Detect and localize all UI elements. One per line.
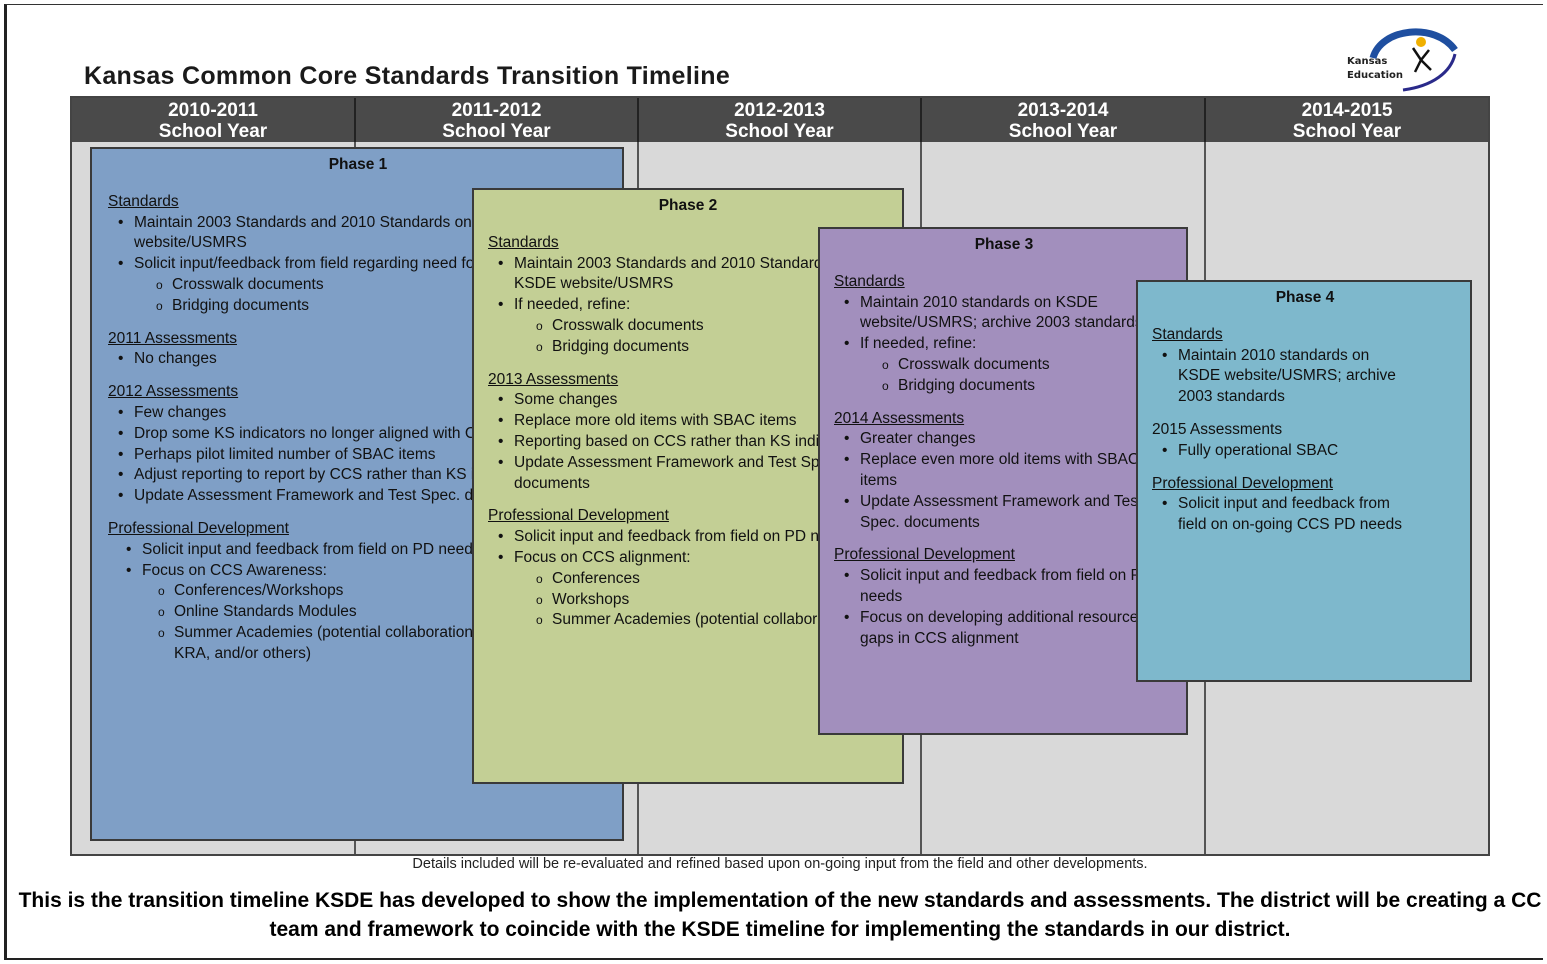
list-item: Fully operational SBAC — [1162, 441, 1458, 462]
phase-4-box: Phase 4 Standards Maintain 2010 standard… — [1136, 280, 1472, 682]
section-heading-2013-assessments: 2013 Assessments — [488, 370, 619, 388]
standards-list: Maintain 2010 standards on KSDE website/… — [834, 293, 1174, 397]
year-label: 2014-2015 — [1301, 100, 1393, 121]
section-heading-2014-assessments: 2014 Assessments — [834, 409, 965, 427]
sub-list-item: Workshops — [536, 590, 888, 611]
sub-list-item: Summer Academies (potential collaboratio… — [536, 610, 888, 631]
list-item: Update Assessment Framework and Test Spe… — [118, 486, 608, 507]
section-heading-standards: Standards — [108, 192, 179, 210]
year-label: 2013-2014 — [1017, 100, 1109, 121]
sub-list-item: Bridging documents — [882, 376, 1174, 397]
assessments-list: Some changes Replace more old items with… — [488, 390, 888, 494]
sub-list-item: Online Standards Modules — [158, 602, 608, 623]
list-item: Some changes — [498, 390, 888, 411]
sub-list-item: Crosswalk documents — [156, 275, 608, 296]
list-item: Focus on developing additional resources… — [844, 608, 1174, 650]
standards-list: Maintain 2010 standards on KSDE website/… — [1152, 346, 1458, 408]
list-item: Solicit input and feedback from field on… — [844, 566, 1174, 608]
list-item: Reporting based on CCS rather than KS in… — [498, 432, 888, 453]
pd-list: Solicit input and feedback from field on… — [1152, 494, 1458, 536]
phase-3-box: Phase 3 Standards Maintain 2010 standard… — [818, 227, 1188, 735]
list-item-text: Focus on CCS Awareness: — [142, 561, 327, 579]
assessments-list: Few changes Drop some KS indicators no l… — [108, 403, 608, 507]
year-header-2013: 2013-2014 School Year — [922, 98, 1206, 142]
sub-list-item: Bridging documents — [536, 337, 888, 358]
section-heading-standards: Standards — [834, 272, 905, 290]
school-year-label: School Year — [1008, 121, 1118, 142]
list-item: Maintain 2010 standards on KSDE website/… — [844, 293, 1174, 335]
logo-line1: Kansas — [1347, 56, 1387, 67]
list-item-text: If needed, refine: — [514, 296, 631, 314]
footnote: Details included will be re-evaluated an… — [412, 856, 1148, 872]
year-label: 2010-2011 — [168, 100, 258, 121]
section-heading-standards: Standards — [488, 233, 559, 251]
phase-title: Phase 2 — [658, 197, 718, 214]
sub-list-item: Crosswalk documents — [882, 355, 1174, 376]
section-heading-2012-assessments: 2012 Assessments — [108, 383, 239, 401]
school-year-label: School Year — [442, 121, 551, 142]
list-item: Greater changes — [844, 429, 1174, 450]
school-year-label: School Year — [725, 121, 834, 142]
list-item: Solicit input and feedback from field on… — [498, 527, 888, 548]
caption: This is the transition timeline KSDE has… — [18, 889, 1542, 941]
sub-list-item: Conferences — [536, 569, 888, 590]
year-label: 2011-2012 — [451, 100, 542, 121]
standards-list: Maintain 2003 Standards and 2010 Standar… — [488, 254, 888, 358]
list-item: No changes — [118, 349, 608, 370]
list-item: Replace more old items with SBAC items — [498, 411, 888, 432]
school-year-label: School Year — [1292, 121, 1402, 142]
list-item: Adjust reporting to report by CCS rather… — [118, 465, 608, 486]
pd-list: Solicit input and feedback from field on… — [834, 566, 1174, 649]
list-item: Update Assessment Framework and Test Spe… — [498, 453, 888, 495]
section-heading-standards: Standards — [1152, 325, 1223, 343]
page-frame — [4, 4, 1543, 960]
assessments-list: No changes — [108, 349, 608, 370]
school-year-label: School Year — [158, 121, 268, 142]
list-item-text: If needed, refine: — [860, 335, 977, 353]
logo-line2: Education — [1347, 70, 1403, 81]
pd-list: Solicit input and feedback from field on… — [488, 527, 888, 631]
phase-title: Phase 4 — [1275, 289, 1335, 306]
section-heading-professional-development: Professional Development — [108, 519, 289, 537]
list-item: Update Assessment Framework and Test Spe… — [844, 492, 1174, 534]
list-item: Maintain 2003 Standards and 2010 Standar… — [498, 254, 888, 296]
list-item: Drop some KS indicators no longer aligne… — [118, 424, 608, 445]
list-item: Perhaps pilot limited number of SBAC ite… — [118, 445, 608, 466]
section-heading-professional-development: Professional Development — [834, 546, 1015, 564]
section-heading-professional-development: Professional Development — [1152, 474, 1333, 492]
assessments-list: Greater changes Replace even more old it… — [834, 429, 1174, 533]
page-title: Kansas Common Core Standards Transition … — [84, 62, 731, 90]
list-item: Maintain 2003 Standards and 2010 Standar… — [118, 213, 608, 255]
sub-list-item: Bridging documents — [156, 296, 608, 317]
assessments-list: Fully operational SBAC — [1152, 441, 1458, 462]
section-heading-2015-assessments: 2015 Assessments — [1152, 420, 1283, 438]
year-header-2014: 2014-2015 School Year — [1206, 98, 1488, 142]
list-item: If needed, refine: Crosswalk documents B… — [498, 295, 888, 357]
list-item: If needed, refine: Crosswalk documents B… — [844, 334, 1174, 396]
list-item: Solicit input and feedback from field on… — [126, 540, 608, 561]
phase-title: Phase 3 — [974, 236, 1034, 253]
sub-list-item: Conferences/Workshops — [158, 581, 608, 602]
list-item-text: Solicit input/feedback from field regard… — [134, 255, 484, 273]
list-item: Few changes — [118, 403, 608, 424]
ksde-logo: Kansas Education — [1343, 20, 1465, 92]
list-item: Focus on CCS alignment: Conferences Work… — [498, 548, 888, 631]
standards-list: Maintain 2003 Standards and 2010 Standar… — [108, 213, 608, 317]
list-item: Solicit input and feedback from field on… — [1162, 494, 1458, 536]
year-label: 2012-2013 — [734, 100, 825, 121]
list-item: Maintain 2010 standards on KSDE website/… — [1162, 346, 1458, 408]
phase-title: Phase 1 — [328, 156, 388, 173]
year-header-2010: 2010-2011 School Year — [72, 98, 356, 142]
section-heading-2011-assessments: 2011 Assessments — [108, 329, 237, 347]
sub-list-item: Crosswalk documents — [536, 316, 888, 337]
year-header-2011: 2011-2012 School Year — [356, 98, 639, 142]
year-header-2012: 2012-2013 School Year — [639, 98, 922, 142]
list-item: Replace even more old items with SBAC it… — [844, 450, 1174, 492]
list-item-text: Focus on CCS alignment: — [514, 548, 691, 566]
section-heading-professional-development: Professional Development — [488, 507, 669, 525]
list-item: Solicit input/feedback from field regard… — [118, 254, 608, 316]
